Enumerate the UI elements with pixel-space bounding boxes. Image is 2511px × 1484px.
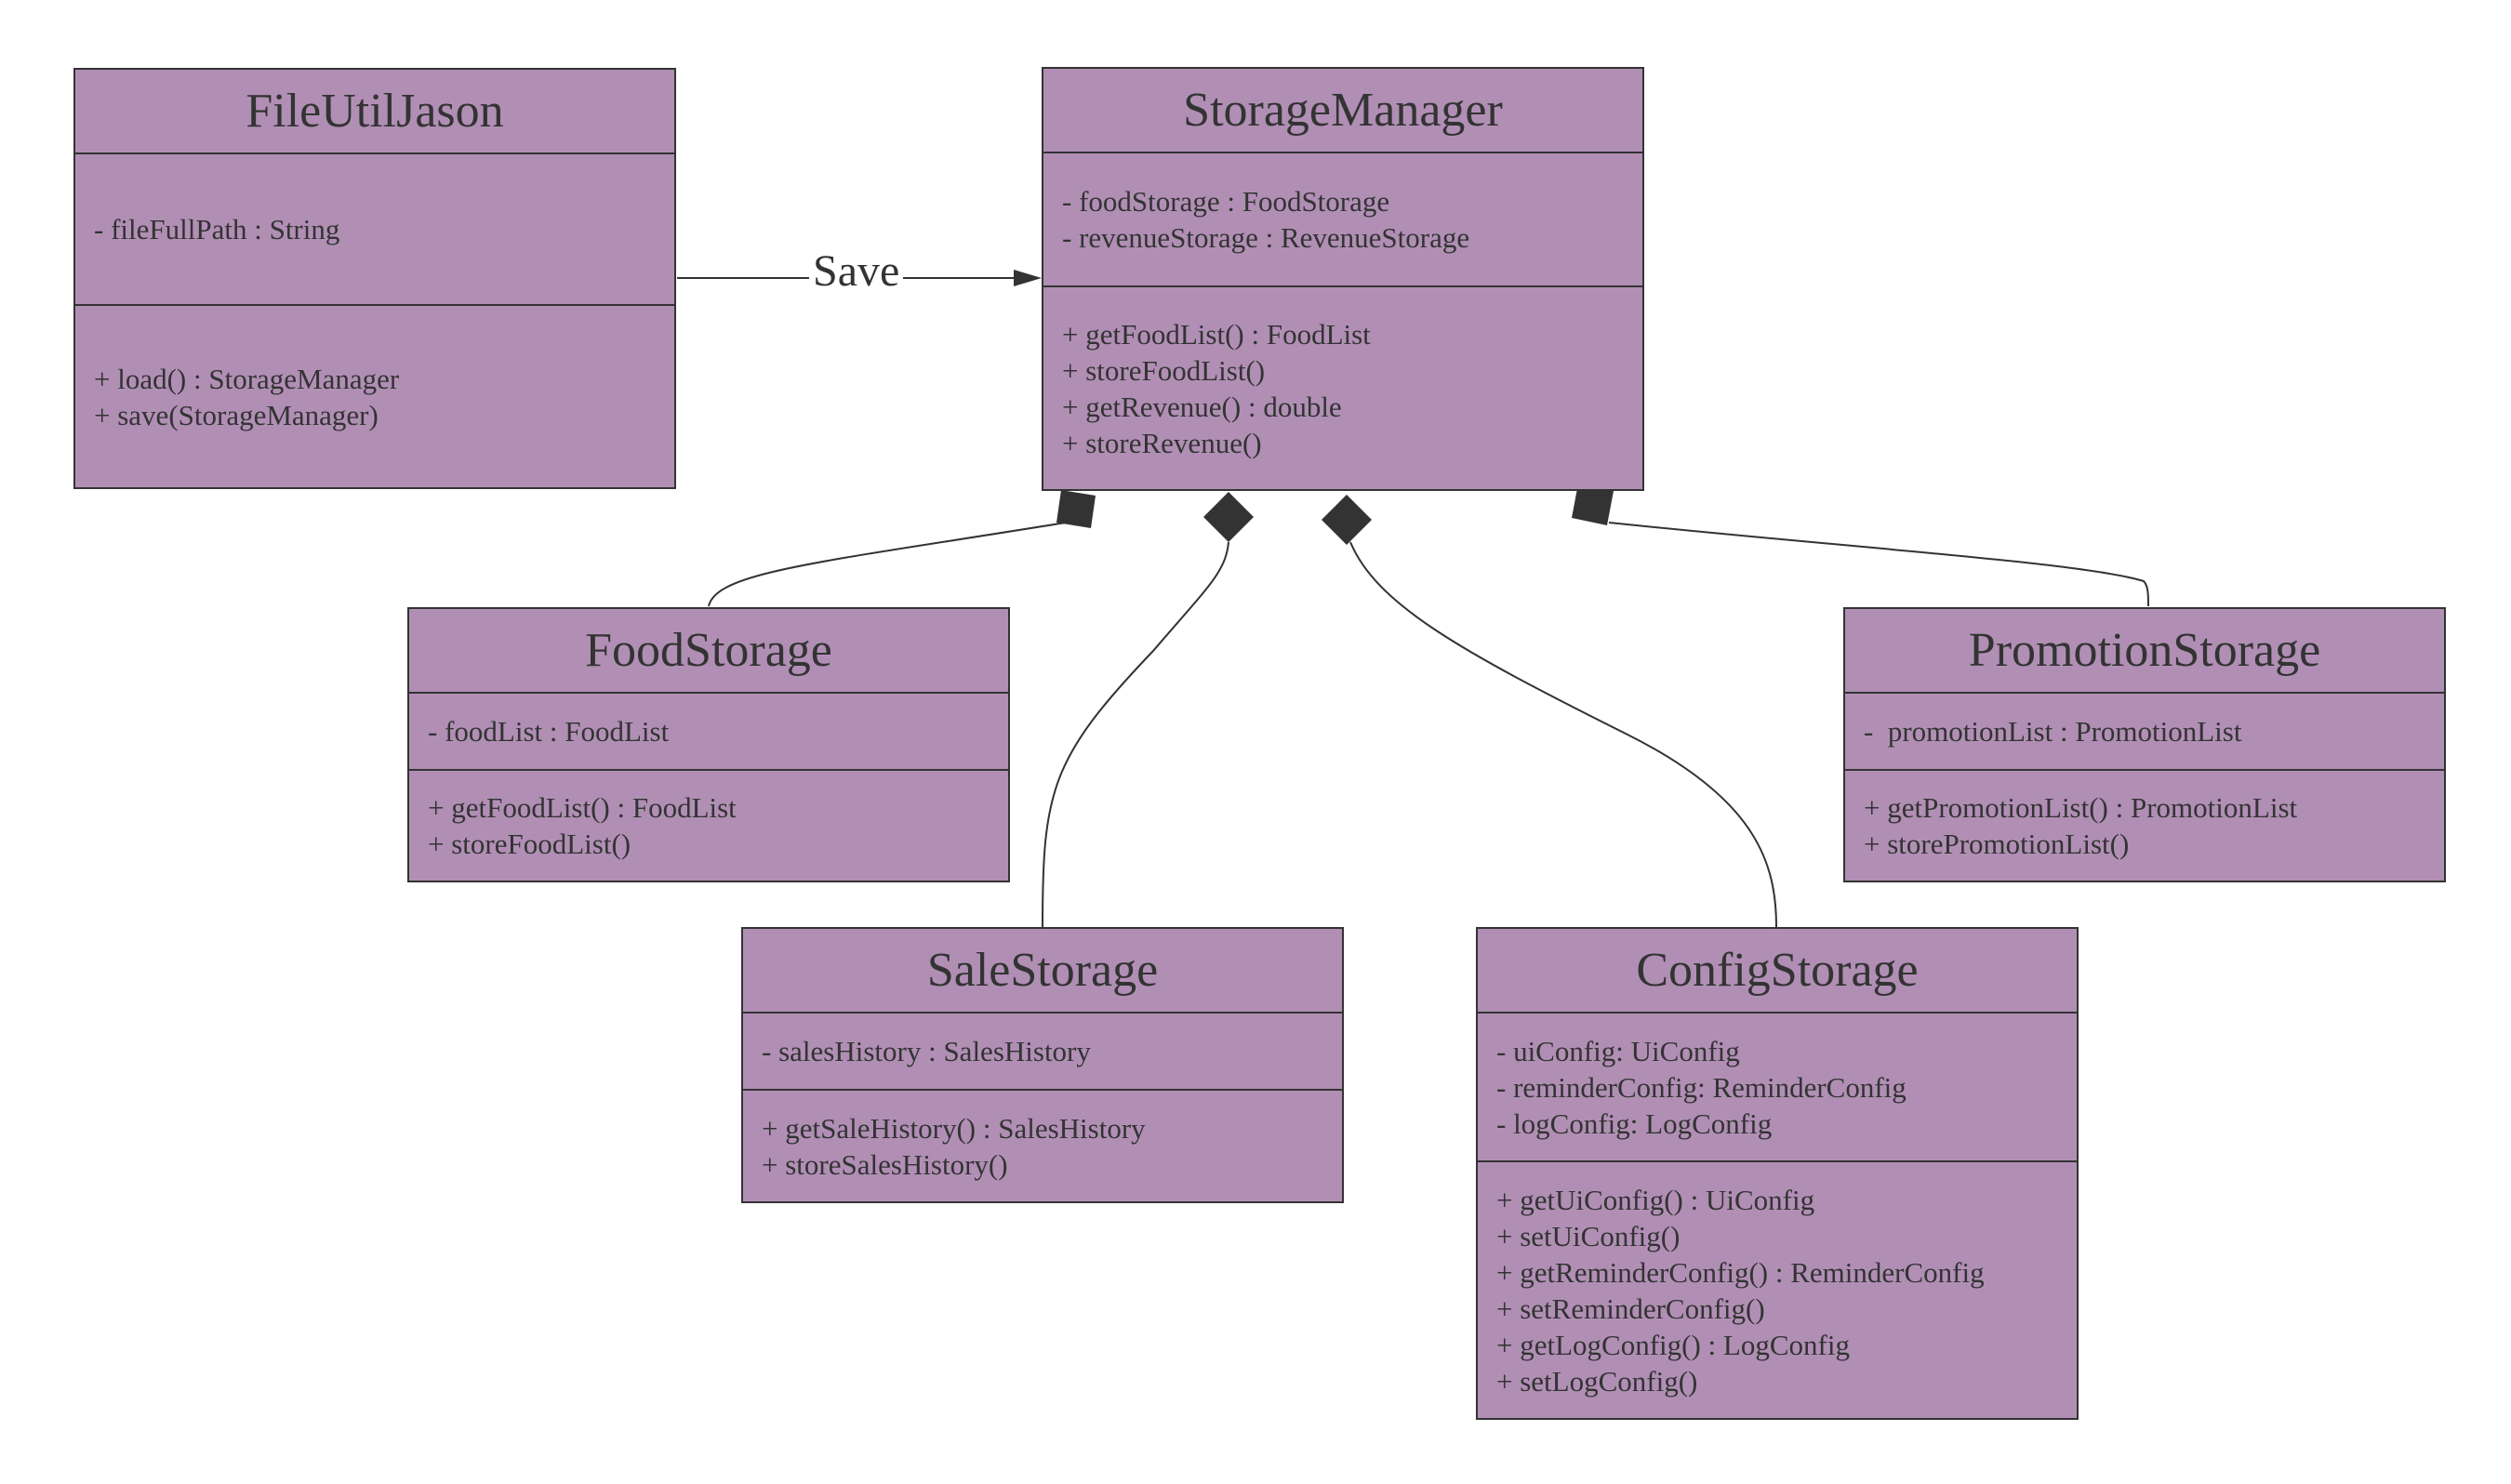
- class-title: StorageManager: [1043, 69, 1642, 153]
- class-title: SaleStorage: [743, 929, 1342, 1014]
- operation-line: + storeFoodList(): [1062, 353, 1266, 387]
- operation-line: + getRevenue() : double: [1062, 390, 1342, 423]
- class-promotionstorage[interactable]: PromotionStorage - promotionList : Promo…: [1843, 607, 2446, 882]
- class-attributes: - foodStorage : FoodStorage - revenueSto…: [1043, 153, 1642, 287]
- operation-line: + getFoodList() : FoodList: [1062, 317, 1371, 351]
- composition-line-foodstorage: [708, 522, 1067, 607]
- operation-line: + setLogConfig(): [1496, 1364, 1698, 1398]
- class-operations: + getUiConfig() : UiConfig + setUiConfig…: [1478, 1162, 2077, 1418]
- operation-line: + getUiConfig() : UiConfig: [1496, 1183, 1815, 1216]
- attribute-line: - logConfig: LogConfig: [1496, 1106, 1773, 1140]
- class-title: PromotionStorage: [1845, 609, 2444, 694]
- attribute-line: - foodStorage : FoodStorage: [1062, 185, 1390, 218]
- operation-line: + setReminderConfig(): [1496, 1292, 1765, 1325]
- operation-line: + getReminderConfig() : ReminderConfig: [1496, 1255, 1985, 1289]
- class-attributes: - promotionList : PromotionList: [1845, 694, 2444, 771]
- operation-line: + save(StorageManager): [94, 398, 379, 431]
- save-association-label: Save: [809, 247, 904, 296]
- class-fileutiljason[interactable]: FileUtilJason - fileFullPath : String + …: [73, 68, 676, 489]
- composition-diamond-configstorage: [1322, 495, 1372, 545]
- composition-diamond-foodstorage: [1056, 490, 1096, 528]
- class-operations: + load() : StorageManager + save(Storage…: [75, 306, 674, 487]
- class-foodstorage[interactable]: FoodStorage - foodList : FoodList + getF…: [407, 607, 1010, 882]
- class-attributes: - fileFullPath : String: [75, 154, 674, 306]
- attribute-line: - reminderConfig: ReminderConfig: [1496, 1070, 1906, 1104]
- composition-line-promotionstorage: [1608, 522, 2149, 607]
- operation-line: + getSaleHistory() : SalesHistory: [762, 1111, 1146, 1145]
- class-operations: + getFoodList() : FoodList + storeFoodLi…: [1043, 287, 1642, 489]
- attribute-line: - uiConfig: UiConfig: [1496, 1034, 1740, 1067]
- attribute-line: - fileFullPath : String: [94, 213, 340, 245]
- save-arrowhead: [1014, 270, 1042, 286]
- operation-line: + getFoodList() : FoodList: [428, 791, 737, 824]
- class-operations: + getSaleHistory() : SalesHistory + stor…: [743, 1091, 1342, 1201]
- operation-line: + getPromotionList() : PromotionList: [1864, 791, 2298, 824]
- attribute-line: - revenueStorage : RevenueStorage: [1062, 221, 1470, 254]
- class-attributes: - foodList : FoodList: [409, 694, 1008, 771]
- class-salestorage[interactable]: SaleStorage - salesHistory : SalesHistor…: [741, 927, 1344, 1203]
- class-operations: + getFoodList() : FoodList + storeFoodLi…: [409, 771, 1008, 881]
- attribute-line: - promotionList : PromotionList: [1864, 715, 2242, 748]
- operation-line: + storeFoodList(): [428, 828, 631, 860]
- operation-line: + load() : StorageManager: [94, 362, 400, 395]
- operation-line: + storeSalesHistory(): [762, 1147, 1008, 1181]
- operation-line: + storePromotionList(): [1864, 828, 2130, 860]
- operation-line: + storeRevenue(): [1062, 426, 1262, 459]
- class-attributes: - uiConfig: UiConfig - reminderConfig: R…: [1478, 1014, 2077, 1162]
- operation-line: + setUiConfig(): [1496, 1219, 1681, 1252]
- class-operations: + getPromotionList() : PromotionList + s…: [1845, 771, 2444, 881]
- operation-line: + getLogConfig() : LogConfig: [1496, 1328, 1850, 1361]
- composition-line-salestorage: [1042, 541, 1229, 928]
- composition-diamond-promotionstorage: [1572, 484, 1614, 525]
- attribute-line: - foodList : FoodList: [428, 715, 670, 748]
- class-storagemanager[interactable]: StorageManager - foodStorage : FoodStora…: [1042, 67, 1644, 491]
- class-configstorage[interactable]: ConfigStorage - uiConfig: UiConfig - rem…: [1476, 927, 2079, 1420]
- class-title: FileUtilJason: [75, 70, 674, 154]
- class-attributes: - salesHistory : SalesHistory: [743, 1014, 1342, 1091]
- class-title: FoodStorage: [409, 609, 1008, 694]
- composition-line-configstorage: [1349, 541, 1777, 928]
- class-title: ConfigStorage: [1478, 929, 2077, 1014]
- attribute-line: - salesHistory : SalesHistory: [762, 1035, 1091, 1067]
- composition-diamond-salestorage: [1203, 492, 1254, 542]
